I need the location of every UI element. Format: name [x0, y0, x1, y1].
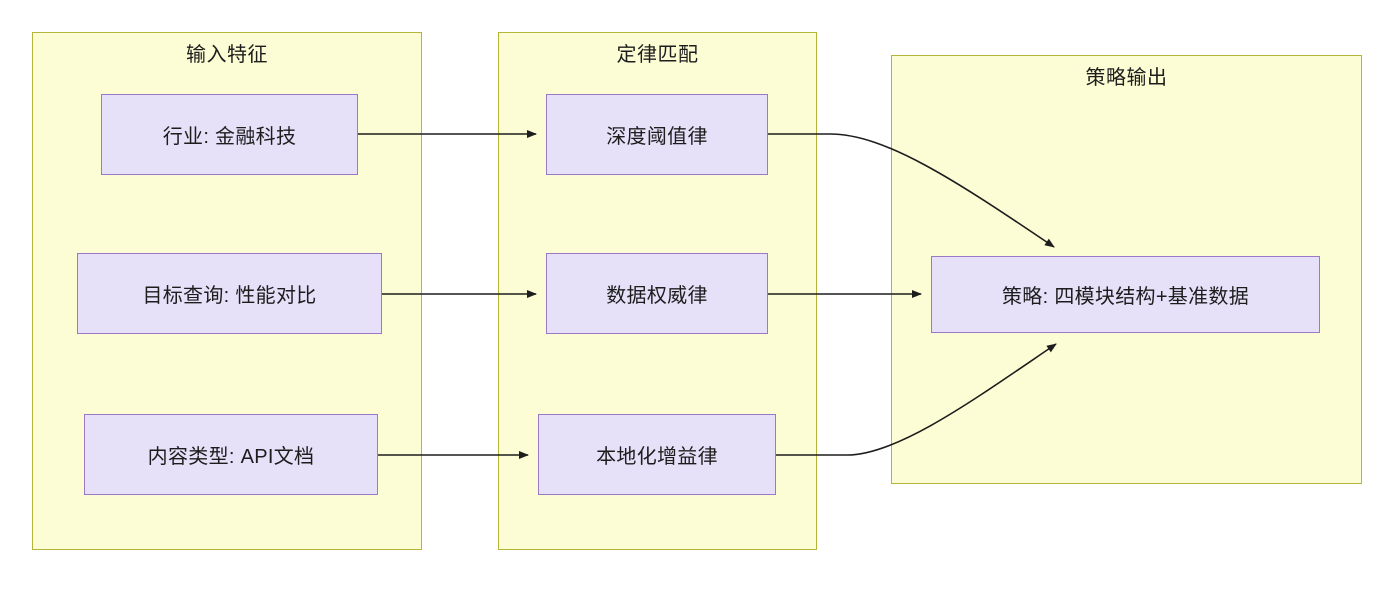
- group-title-law-matching: 定律匹配: [616, 44, 699, 66]
- group-title-strategy-output: 策略输出: [1085, 67, 1168, 89]
- node-target-query[interactable]: 目标查询: 性能对比: [77, 253, 382, 334]
- group-title-input-features: 输入特征: [186, 44, 268, 66]
- node-law-localization-gain[interactable]: 本地化增益律: [538, 414, 776, 495]
- node-content-type[interactable]: 内容类型: API文档: [84, 414, 378, 495]
- node-industry[interactable]: 行业: 金融科技: [101, 94, 358, 175]
- node-strategy[interactable]: 策略: 四模块结构+基准数据: [931, 256, 1320, 333]
- node-law-depth-threshold[interactable]: 深度阈值律: [546, 94, 768, 175]
- node-law-data-authority[interactable]: 数据权威律: [546, 253, 768, 334]
